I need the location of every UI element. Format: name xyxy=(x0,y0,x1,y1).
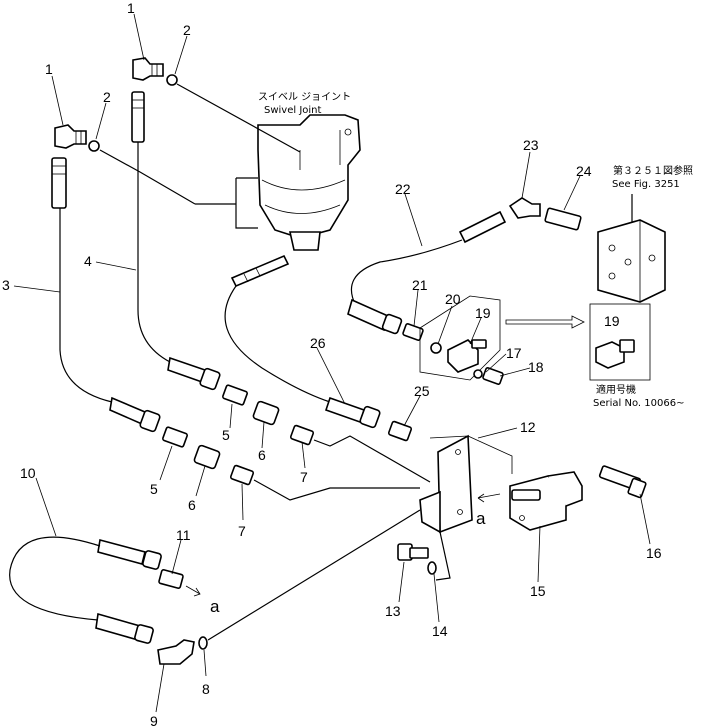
hose-4 xyxy=(131,91,221,391)
callout-leaders xyxy=(13,13,651,713)
callout-7a: 7 xyxy=(300,469,308,485)
callout-26: 26 xyxy=(310,335,326,351)
callout-11: 11 xyxy=(176,527,191,543)
swivel-caption-jp: スイベル ジョイント xyxy=(258,91,351,103)
bolt-16 xyxy=(598,465,647,499)
bolt-13 xyxy=(397,543,429,561)
union-6a xyxy=(252,400,280,426)
ref-caption-jp: 第３２５１図参照 xyxy=(613,164,693,177)
adapter-5b xyxy=(162,426,188,448)
callout-6b: 6 xyxy=(188,497,196,513)
callout-17: 17 xyxy=(506,345,522,361)
callout-15: 15 xyxy=(530,583,546,599)
serial-caption-en: Serial No. 10066~ xyxy=(593,398,684,409)
callout-25: 25 xyxy=(414,383,430,399)
adapter-24 xyxy=(544,207,582,231)
hose-26 xyxy=(224,254,381,429)
detail-label-19: 19 xyxy=(604,313,620,329)
detail-box xyxy=(589,303,651,381)
switch-group xyxy=(419,295,504,385)
callout-19: 19 xyxy=(475,305,491,321)
hose-22 xyxy=(347,210,507,335)
ref-caption-en: See Fig. 3251 xyxy=(612,179,680,190)
adapter-11 xyxy=(158,569,184,589)
adapter-5a xyxy=(222,384,248,406)
callout-6a: 6 xyxy=(258,447,266,463)
bracket-12 xyxy=(419,434,513,534)
callout-10: 10 xyxy=(20,465,36,481)
adapter-7b xyxy=(229,464,255,486)
elbow-fitting-1a xyxy=(132,57,164,81)
hose-10 xyxy=(9,536,162,644)
callout-2a: 2 xyxy=(183,22,191,38)
hose-3 xyxy=(51,157,161,433)
callout-7b: 7 xyxy=(238,523,246,539)
callout-16: 16 xyxy=(646,545,662,561)
o-ring-2b xyxy=(88,140,100,152)
callout-18: 18 xyxy=(528,359,544,375)
callout-21: 21 xyxy=(412,277,428,293)
callout-23: 23 xyxy=(523,137,539,153)
swivel-joint xyxy=(195,114,361,251)
elbow-23 xyxy=(508,197,541,219)
callout-3: 3 xyxy=(2,277,10,293)
adapter-21 xyxy=(402,323,424,341)
callout-8: 8 xyxy=(202,681,210,697)
callout-24: 24 xyxy=(576,163,592,179)
callout-20: 20 xyxy=(445,291,461,307)
callout-2b: 2 xyxy=(103,89,111,105)
callout-22: 22 xyxy=(395,181,411,197)
elbow-fitting-1b xyxy=(54,124,87,149)
adapter-25 xyxy=(387,420,413,442)
callout-5a: 5 xyxy=(222,427,230,443)
callout-1b: 1 xyxy=(45,61,53,77)
o-ring-2a xyxy=(166,74,178,86)
callout-14: 14 xyxy=(432,623,448,639)
swivel-caption-en: Swivel Joint xyxy=(264,105,322,116)
callout-12: 12 xyxy=(520,419,536,435)
solenoid-valve-15 xyxy=(509,471,583,531)
callout-numbers: 1 2 1 2 3 4 5 6 7 5 6 7 8 9 10 11 12 13 … xyxy=(2,0,662,728)
washer-14 xyxy=(427,561,437,575)
marker-a-right: a xyxy=(476,509,486,528)
adapter-7a xyxy=(289,424,315,446)
callout-1a: 1 xyxy=(127,0,135,16)
callout-5b: 5 xyxy=(150,481,158,497)
elbow-9 xyxy=(157,639,195,665)
union-6b xyxy=(193,444,221,470)
marker-a-left: a xyxy=(210,597,220,616)
callout-9: 9 xyxy=(150,713,158,728)
serial-caption-jp: 適用号機 xyxy=(596,383,636,396)
control-valve-block xyxy=(597,219,666,303)
o-ring-8 xyxy=(198,636,208,650)
callout-4: 4 xyxy=(84,253,92,269)
callout-13: 13 xyxy=(385,603,401,619)
